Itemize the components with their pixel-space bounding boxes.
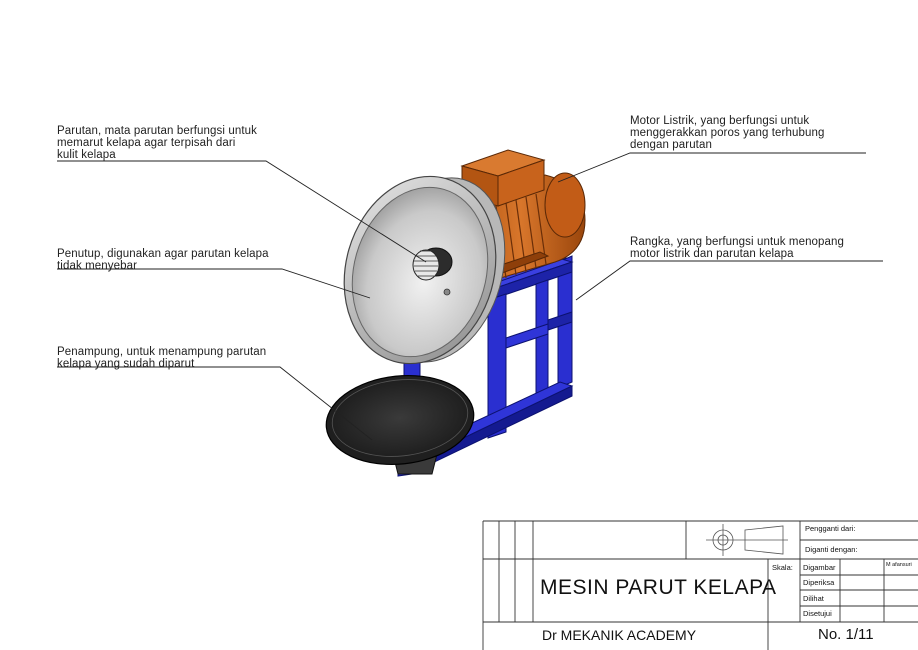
leader-lines — [57, 152, 883, 441]
grater-teeth — [414, 250, 438, 277]
leader-penutup — [57, 268, 371, 299]
terminal-box-side — [497, 159, 545, 207]
frame-brace-mid — [505, 323, 549, 349]
title-block-frame — [482, 520, 918, 650]
tb-dilihat: Dilihat — [803, 594, 824, 603]
tb-diganti: Diganti dengan: — [805, 545, 858, 554]
company-name: Dr MEKANIK ACADEMY — [542, 627, 697, 643]
frame-post-mid — [535, 279, 549, 405]
tb-disetujui: Disetujui — [803, 609, 832, 618]
grater-head — [412, 249, 440, 281]
motor-end-cap — [544, 172, 586, 238]
leader-penampung — [57, 366, 373, 441]
label-motor: Motor Listrik, yang berfungsi untuk meng… — [630, 115, 825, 151]
frame-brace-back — [547, 311, 573, 331]
label-rangka: Rangka, yang berfungsi untuk menopang mo… — [630, 236, 845, 260]
leader-rangka — [575, 260, 883, 301]
frame-post-front — [487, 293, 507, 439]
leader-parutan — [57, 160, 427, 263]
label-parutan: Parutan, mata parutan berfungsi untuk me… — [57, 125, 257, 161]
tb-digambar-name: M afansuri — [886, 562, 912, 568]
drawing-number: No. 1/11 — [818, 626, 874, 643]
projection-symbol-icon — [706, 524, 788, 556]
tray-inner — [331, 379, 469, 457]
tb-diperiksa: Diperiksa — [803, 578, 835, 587]
label-penutup: Penutup, digunakan agar parutan kelapa t… — [57, 248, 269, 272]
drawing-title: MESIN PARUT KELAPA — [540, 576, 777, 599]
leader-motor — [557, 152, 866, 183]
tb-skala: Skala: — [772, 563, 793, 572]
label-penampung: Penampung, untuk menampung parutan kelap… — [57, 346, 267, 370]
collection-tray — [325, 374, 475, 475]
grater-cover — [343, 175, 506, 365]
cover-bolt — [443, 288, 451, 296]
tb-digambar: Digambar — [803, 563, 836, 572]
tb-pengganti: Pengganti dari: — [805, 524, 856, 533]
